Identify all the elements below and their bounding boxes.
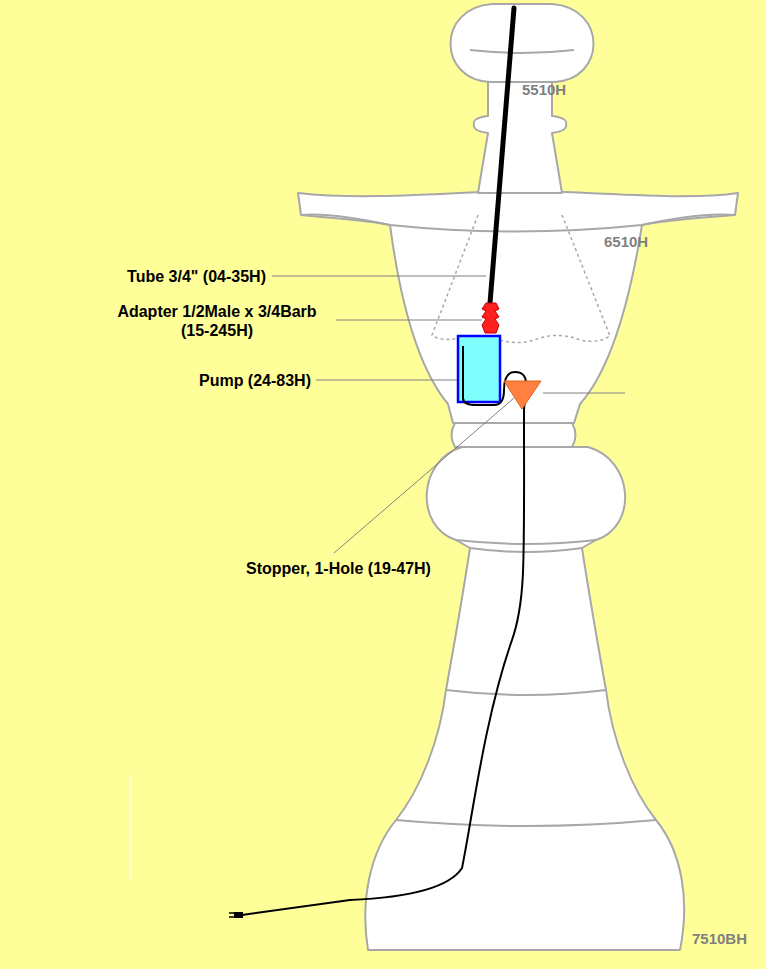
pedestal-collar <box>452 423 576 447</box>
pedestal-detail <box>396 540 656 826</box>
part-label: Adapter 1/2Male x 3/4Barb (15-245H) <box>102 302 332 340</box>
finial-neck <box>474 78 566 193</box>
part-number: 7510BH <box>692 929 747 948</box>
bowl <box>298 190 738 423</box>
part-label: Tube 3/4" (04-35H) <box>127 267 266 286</box>
stopper <box>504 381 541 409</box>
part-label: Stopper, 1-Hole (19-47H) <box>246 559 431 578</box>
finial-knob <box>451 4 594 82</box>
tube <box>490 8 514 303</box>
hidden-finial-outline <box>432 215 610 343</box>
part-number: 6510H <box>604 232 648 251</box>
power-cord <box>242 346 526 915</box>
part-number: 5510H <box>522 80 566 99</box>
pump-body <box>458 336 500 402</box>
stray-mark <box>131 775 132 880</box>
bowl-rim-line <box>301 214 735 231</box>
finial-knob-line <box>470 50 574 53</box>
leader-line <box>543 393 625 394</box>
plug <box>229 912 243 918</box>
adapter <box>482 303 499 333</box>
part-label: Pump (24-83H) <box>199 371 311 390</box>
